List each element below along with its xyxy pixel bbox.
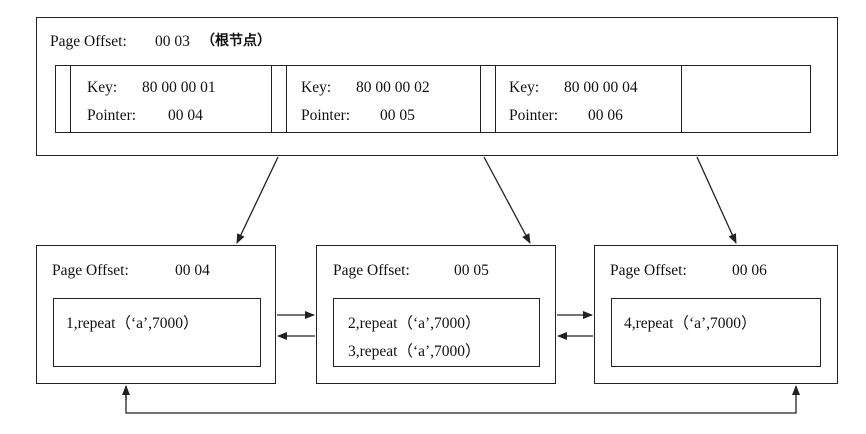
entry-key-value: 80 00 00 04 <box>564 79 638 96</box>
pointer-arrow <box>696 156 737 244</box>
leaf-records <box>53 298 261 367</box>
entry-pointer-value: 00 06 <box>588 107 623 124</box>
entry-key-value: 80 00 00 01 <box>142 79 216 96</box>
root-entries <box>55 65 811 133</box>
loop-link <box>125 385 800 414</box>
entry-divider <box>271 65 272 133</box>
leaf-records <box>333 298 540 367</box>
leaf-offset-label: Page Offset: <box>52 262 129 279</box>
entry-pointer-value: 00 04 <box>168 107 203 124</box>
leaf-offset-value: 00 04 <box>175 262 210 279</box>
root-offset-note: （根节点） <box>201 33 271 49</box>
leaf-offset-value: 00 05 <box>454 262 489 279</box>
entry-key-label: Key: <box>301 79 332 96</box>
entry-divider <box>681 65 682 133</box>
entry-key-label: Key: <box>509 79 540 96</box>
leaf-records <box>611 298 821 367</box>
leaf-offset-label: Page Offset: <box>333 262 410 279</box>
pointer-arrow <box>483 156 531 244</box>
pointer-arrow <box>236 156 279 244</box>
entry-divider <box>480 65 481 133</box>
leaf-offset-value: 00 06 <box>732 262 767 279</box>
leaf-record: 3,repeat（‘a’,7000） <box>348 343 481 360</box>
leaf-record: 2,repeat（‘a’,7000） <box>348 315 481 332</box>
entry-divider <box>495 65 496 133</box>
leaf-record: 1,repeat（‘a’,7000） <box>66 315 199 332</box>
entry-divider <box>286 65 287 133</box>
entry-key-label: Key: <box>87 79 118 96</box>
entry-pointer-label: Pointer: <box>509 107 559 124</box>
entry-pointer-label: Pointer: <box>87 107 137 124</box>
entry-pointer-value: 00 05 <box>380 107 415 124</box>
leaf-offset-label: Page Offset: <box>610 262 687 279</box>
entry-pointer-label: Pointer: <box>301 107 351 124</box>
entry-key-value: 80 00 00 02 <box>356 79 430 96</box>
root-offset-value: 00 03 <box>155 33 190 50</box>
root-offset-label: Page Offset: <box>50 33 127 50</box>
leaf-record: 4,repeat（‘a’,7000） <box>624 315 757 332</box>
entry-divider <box>70 65 71 133</box>
